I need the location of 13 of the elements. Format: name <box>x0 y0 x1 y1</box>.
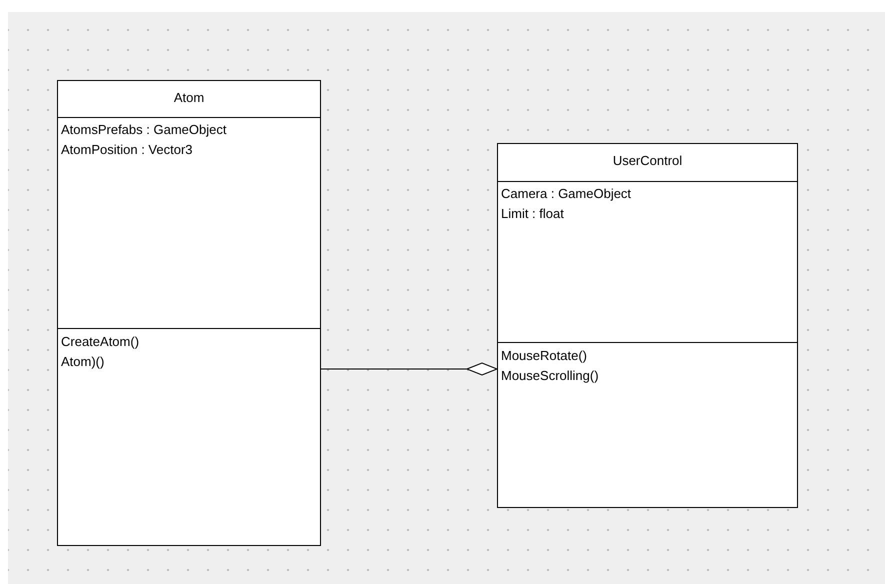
method-text: MouseRotate() <box>501 347 588 365</box>
attribute-text: Limit : float <box>501 205 565 223</box>
class-name: UserControl <box>612 153 684 168</box>
class-box <box>57 80 321 546</box>
attribute-text: AtomPosition : Vector3 <box>61 141 194 159</box>
class-box <box>497 143 798 508</box>
class-name: Atom <box>172 90 206 105</box>
attribute-text: Camera : GameObject <box>501 185 632 203</box>
attribute-text: AtomsPrefabs : GameObject <box>61 121 228 139</box>
aggregation-connector <box>320 362 498 376</box>
method-text: CreateAtom() <box>61 333 140 351</box>
method-text: MouseScrolling() <box>501 367 600 385</box>
method-text: Atom)() <box>61 353 106 371</box>
